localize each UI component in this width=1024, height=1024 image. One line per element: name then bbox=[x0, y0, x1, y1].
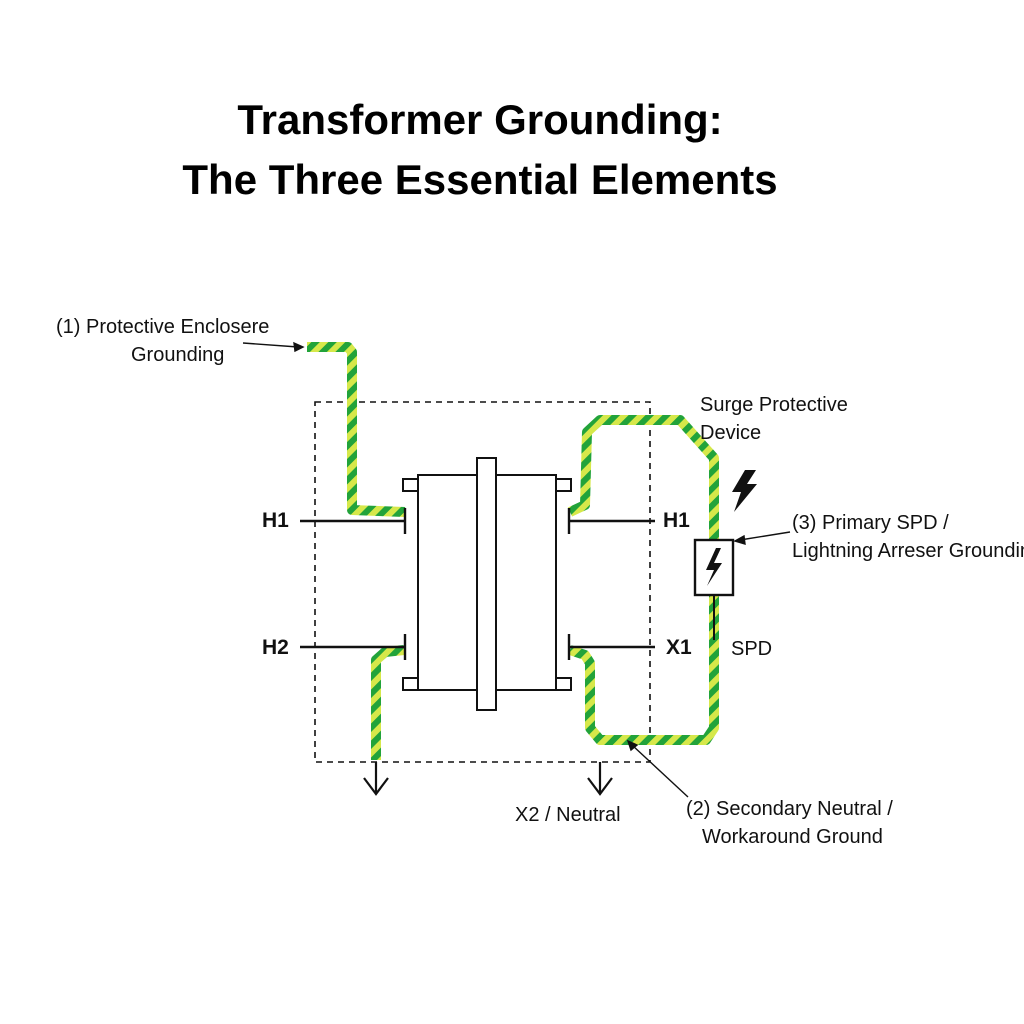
h2-ground-wire bbox=[371, 645, 405, 760]
terminal-h1-left: H1 bbox=[262, 509, 289, 532]
surge-label-line-2: Device bbox=[700, 422, 762, 444]
transformer-core bbox=[402, 457, 572, 711]
terminal-h1-right: H1 bbox=[663, 509, 690, 532]
primary-spd-line-2: Lightning Arreser Grounding bbox=[792, 540, 1024, 562]
enclosure-label-line-2: Grounding bbox=[131, 344, 225, 366]
surge-ground-wire bbox=[567, 415, 719, 540]
terminal-leads bbox=[300, 508, 655, 660]
title-line-1: Transformer Grounding: bbox=[237, 96, 723, 143]
ground-arrow-icon bbox=[363, 762, 389, 796]
neutral-ground-arrow-icon bbox=[587, 762, 613, 796]
enclosure-label-line-1: (1) Protective Enclosere bbox=[56, 316, 270, 338]
terminal-h2-left: H2 bbox=[262, 636, 289, 659]
spd-label: SPD bbox=[731, 638, 773, 660]
primary-spd-line-1: (3) Primary SPD / bbox=[792, 512, 949, 534]
enclosure-ground-wire bbox=[307, 342, 406, 517]
x2-neutral-label: X2 / Neutral bbox=[515, 804, 621, 826]
title-line-2: The Three Essential Elements bbox=[182, 156, 778, 203]
terminal-x1-right: X1 bbox=[666, 636, 692, 659]
lightning-bolt-icon bbox=[732, 470, 757, 512]
surge-protective-device-label: Surge Protective Device bbox=[700, 391, 848, 447]
spd-device bbox=[693, 538, 735, 640]
diagram-title: Transformer Grounding: The Three Essenti… bbox=[0, 90, 960, 210]
spd-lightning-icon bbox=[706, 548, 722, 586]
secondary-label-line-1: (2) Secondary Neutral / bbox=[686, 798, 893, 820]
leader-lines bbox=[242, 341, 791, 798]
secondary-neutral-ground-wire bbox=[568, 595, 719, 745]
surge-label-line-1: Surge Protective bbox=[700, 394, 848, 416]
secondary-label-line-2: Workaround Ground bbox=[702, 826, 883, 848]
enclosure-grounding-label: (1) Protective Enclosere Grounding bbox=[56, 313, 269, 369]
ground-conductors bbox=[307, 342, 719, 760]
secondary-neutral-label: (2) Secondary Neutral / Workaround Groun… bbox=[686, 795, 893, 851]
enclosure-boundary bbox=[314, 401, 651, 763]
primary-spd-label: (3) Primary SPD / Lightning Arreser Grou… bbox=[792, 509, 1024, 565]
